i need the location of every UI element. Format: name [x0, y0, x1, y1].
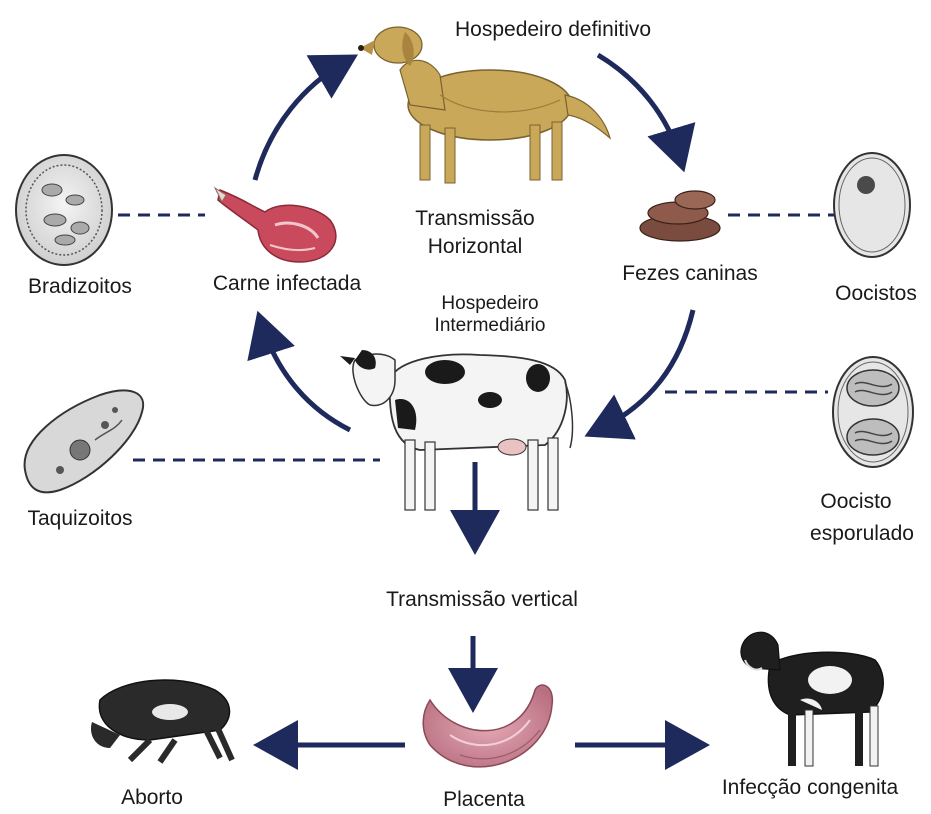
bradyzoite-illustration: [16, 155, 112, 265]
tachyzoite-illustration: [25, 390, 144, 492]
arrow-cow-to-meat: [262, 325, 350, 430]
feces-illustration: [640, 191, 720, 241]
label-tachyzoites: Taquizoitos: [27, 507, 132, 531]
label-oocysts: Oocistos: [835, 282, 917, 306]
arrow-meat-to-dog: [255, 62, 345, 180]
label-abortion: Aborto: [121, 786, 183, 810]
label-sporulated-oocyst-line2: esporulado: [810, 522, 914, 546]
label-placenta: Placenta: [443, 788, 525, 812]
label-intermediate-host-line1: Hospedeiro: [441, 294, 538, 314]
oocyst-illustration: [834, 153, 910, 257]
placenta-illustration: [423, 685, 552, 767]
aborted-calf-illustration: [91, 680, 232, 762]
label-definitive-host: Hospedeiro definitivo: [455, 18, 651, 42]
label-congenital-infection: Infecção congenita: [722, 776, 898, 800]
label-bradyzoites: Bradizoitos: [28, 275, 132, 299]
label-infected-meat: Carne infectada: [213, 272, 361, 296]
label-horizontal-transmission-line1: Transmissão: [415, 207, 534, 231]
meat-illustration: [215, 188, 336, 262]
sporulated-oocyst-illustration: [833, 357, 913, 467]
label-dog-feces: Fezes caninas: [622, 262, 757, 286]
calf-illustration: [741, 632, 883, 766]
label-intermediate-host-line2: Intermediário: [435, 316, 546, 336]
arrow-feces-to-cow: [598, 310, 693, 430]
label-sporulated-oocyst-line1: Oocisto: [820, 490, 891, 514]
arrow-dog-to-feces: [598, 55, 680, 158]
dog-illustration: [358, 27, 610, 183]
label-horizontal-transmission-line2: Horizontal: [428, 235, 523, 259]
cow-illustration: [340, 350, 572, 510]
label-vertical-transmission: Transmissão vertical: [386, 588, 578, 612]
